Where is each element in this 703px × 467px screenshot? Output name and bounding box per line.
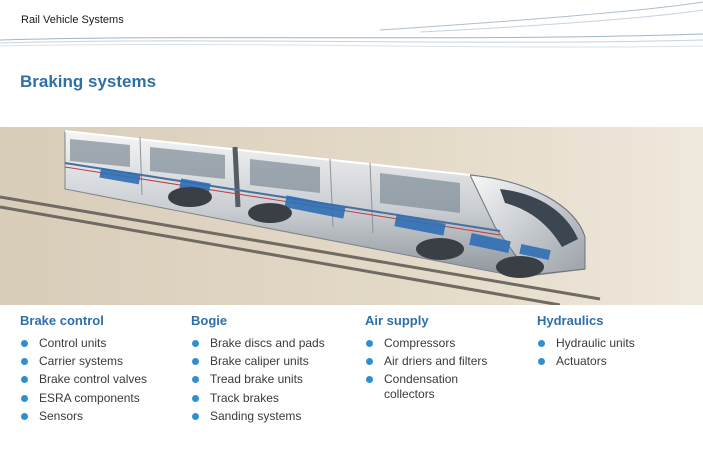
header-swoosh-decoration [0,1,703,48]
list-item: Brake discs and pads [191,336,325,351]
list-item-label: Tread brake units [210,372,303,387]
list-item-label: Hydraulic units [556,336,635,350]
header-label: Rail Vehicle Systems [21,14,124,26]
list-item: Tread brake units [191,372,325,387]
list-item: Track brakes [191,391,325,406]
list-item-label: Condensation collectors [384,372,459,402]
item-list: Hydraulic units Actuators [537,336,635,369]
list-item: Carrier systems [20,354,147,369]
bullet-icon [192,394,199,402]
bullet-icon [21,394,28,402]
list-item: Actuators [537,354,635,369]
bullet-icon [366,340,373,347]
list-item-label: Brake caliper units [210,354,309,369]
list-item-label: Control units [39,336,107,350]
column-hydraulics: Hydraulics Hydraulic units Actuators [537,313,635,372]
list-item-label: Sensors [39,408,84,423]
list-item: Condensation collectors [365,372,495,402]
bullet-icon [192,358,199,366]
list-item: ESRA components [20,391,147,406]
list-item: Hydraulic units [537,336,635,351]
list-item: Brake caliper units [191,354,325,369]
column-title: Hydraulics [537,313,604,328]
column-air-supply: Air supply Compressors Air driers and fi… [365,313,495,406]
list-item: Control units [20,336,147,351]
list-item-label: Brake discs and pads [210,336,325,350]
list-item: Compressors [365,336,495,351]
page-title: Braking systems [20,72,157,91]
bullet-icon [21,358,28,366]
list-item-label: Carrier systems [39,354,124,369]
item-list: Control units Carrier systems Brake cont… [20,336,147,424]
systems-columns: Brake control Control units Carrier syst… [0,313,703,463]
list-item-label: Sanding systems [210,408,302,423]
column-brake-control: Brake control Control units Carrier syst… [20,313,147,427]
bullet-icon [538,340,545,347]
list-item: Sanding systems [191,409,325,424]
bullet-icon [21,412,28,420]
column-title: Air supply [365,313,429,328]
bullet-icon [538,358,545,366]
item-list: Compressors Air driers and filters Conde… [365,336,495,402]
list-item: Air driers and filters [365,354,495,369]
list-item-label: Brake control valves [39,372,148,387]
list-item-label: Track brakes [210,390,279,405]
bullet-icon [366,376,373,384]
list-item: Brake control valves [20,372,147,387]
bullet-icon [366,358,373,366]
list-item-label: ESRA components [39,390,140,405]
list-item-label: Air driers and filters [384,354,488,369]
list-item-label: Compressors [384,336,456,350]
column-title: Bogie [191,313,228,328]
list-item: Sensors [20,409,147,424]
bullet-icon [21,376,28,384]
bullet-icon [192,376,199,384]
bullet-icon [192,412,199,420]
bullet-icon [21,340,28,347]
column-title: Brake control [20,313,104,328]
train-illustration [0,127,703,305]
list-item-label: Actuators [556,354,607,369]
column-bogie: Bogie Brake discs and pads Brake caliper… [191,313,325,427]
item-list: Brake discs and pads Brake caliper units… [191,336,325,424]
bullet-icon [192,340,199,347]
